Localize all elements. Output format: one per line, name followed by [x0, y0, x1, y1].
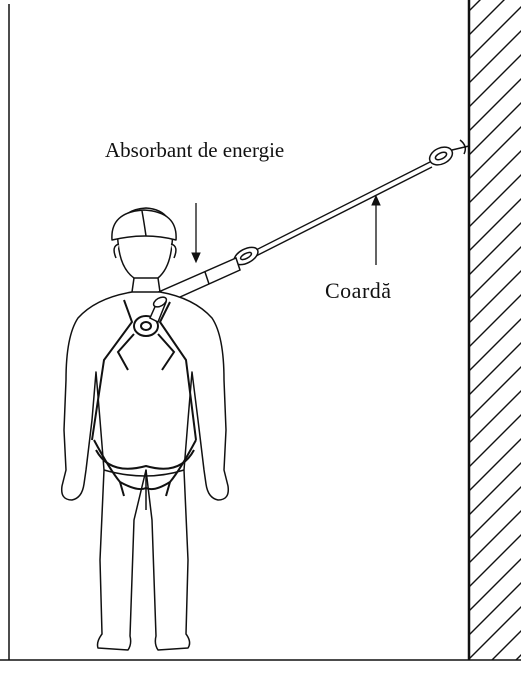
rope-pointer-arrow [372, 196, 380, 265]
rope [252, 162, 432, 257]
rope-label: Coardă [325, 278, 392, 304]
hatched-wall [469, 0, 521, 660]
absorber-pointer-arrow [192, 203, 200, 262]
wall-anchor [427, 140, 469, 168]
body-outline [62, 292, 229, 650]
energy-absorber-label: Absorbant de energie [105, 138, 284, 163]
